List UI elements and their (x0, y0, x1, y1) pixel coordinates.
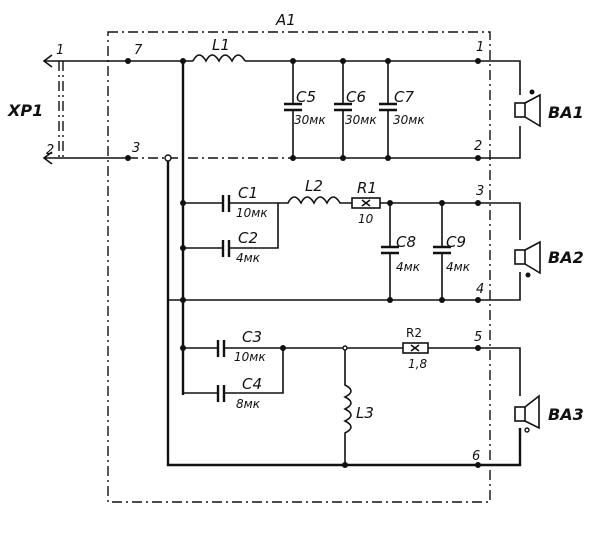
c2-label: C2 (238, 229, 258, 247)
r1-value: 10 (358, 212, 374, 226)
connector-pin-2: 2 (46, 143, 54, 158)
l1-coil (192, 54, 246, 63)
l3-coil (343, 348, 352, 465)
terminal-3-label: 3 (132, 141, 140, 156)
terminal-1-label: 1 (476, 40, 484, 55)
r1-label: R1 (357, 179, 377, 197)
c8-value: 4мк (396, 260, 421, 274)
c5-value: 30мк (294, 113, 326, 127)
c8-label: C8 (396, 233, 416, 251)
assembly-label: A1 (275, 11, 296, 29)
terminal-5-label: 5 (474, 330, 482, 345)
common-return-bus (166, 158, 522, 467)
l2-label: L2 (305, 177, 323, 195)
r2-value: 1,8 (408, 357, 427, 371)
c6-label: C6 (346, 88, 366, 106)
c5-label: C5 (296, 88, 316, 106)
c1-value: 10мк (236, 206, 268, 220)
terminal-6-label: 6 (472, 449, 480, 464)
connector-label: XP1 (7, 101, 43, 120)
connector-pin-1: 1 (56, 43, 64, 58)
c7-label: C7 (394, 88, 414, 106)
l3-label: L3 (356, 404, 374, 422)
c7-value: 30мк (393, 113, 425, 127)
r2-body (402, 342, 429, 354)
c4-value: 8мк (236, 397, 261, 411)
terminal-2-label: 2 (474, 139, 482, 154)
c6-value: 30мк (345, 113, 377, 127)
ba1-label: BA1 (548, 103, 584, 122)
l2-coil (278, 196, 352, 205)
midrange-section: C1 10мк C2 4мк L2 R1 10 C8 4мк C9 4мк (168, 177, 521, 303)
assembly-a1-boundary (107, 31, 491, 503)
c9-label: C9 (446, 233, 466, 251)
terminal-4-label: 4 (476, 282, 484, 297)
c3-label: C3 (242, 328, 262, 346)
woofer-section: L1 C5 30мк C6 30мк C7 30мк (44, 36, 521, 161)
c5-c7-plates (284, 102, 397, 112)
speaker-ba1-icon: BA1 (514, 89, 584, 128)
connector-xp1: XP1 1 2 (7, 43, 64, 165)
ba2-label: BA2 (548, 248, 584, 267)
c1-label: C1 (238, 184, 258, 202)
r2-label: R2 (406, 326, 422, 340)
terminal-3-out-label: 3 (476, 184, 484, 199)
terminal-7-label: 7 (134, 43, 143, 58)
ba3-label: BA3 (548, 405, 584, 424)
speaker-ba3-icon: BA3 (514, 394, 584, 433)
c8-c9-plates (381, 245, 451, 255)
speaker-ba2-icon: BA2 (514, 240, 584, 278)
tweeter-section: C3 10мк C4 8мк L3 R2 1,8 (180, 326, 521, 468)
c2-value: 4мк (236, 251, 261, 265)
c4-label: C4 (242, 375, 262, 393)
c9-value: 4мк (446, 260, 471, 274)
l1-label: L1 (212, 36, 230, 54)
c3-value: 10мк (234, 350, 266, 364)
c1-c2-plates (221, 195, 231, 257)
connector-body (58, 61, 64, 158)
c3-c4-plates (216, 340, 226, 402)
